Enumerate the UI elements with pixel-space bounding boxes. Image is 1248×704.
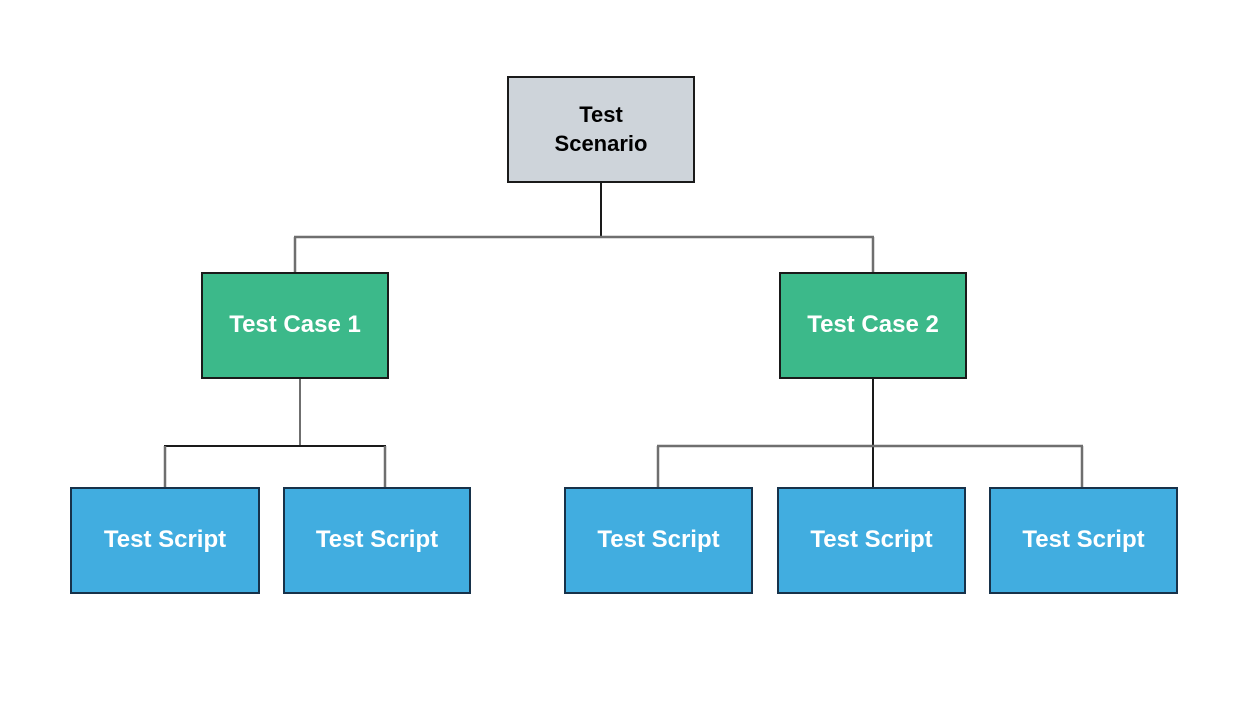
node-test-script-5-label: Test Script (1022, 526, 1145, 554)
node-test-script-2[interactable]: Test Script (283, 487, 471, 594)
connector-root-to-cases (293, 183, 875, 272)
node-test-script-5[interactable]: Test Script (989, 487, 1178, 594)
node-test-script-3-label: Test Script (597, 526, 720, 554)
node-test-script-1[interactable]: Test Script (70, 487, 260, 594)
node-test-case-2[interactable]: Test Case 2 (779, 272, 967, 379)
node-test-script-4-label: Test Script (810, 526, 933, 554)
node-test-case-2-label: Test Case 2 (807, 311, 939, 339)
node-test-case-1[interactable]: Test Case 1 (201, 272, 389, 379)
node-test-script-4[interactable]: Test Script (777, 487, 966, 594)
node-test-script-3[interactable]: Test Script (564, 487, 753, 594)
node-test-script-1-label: Test Script (103, 526, 227, 554)
node-test-scenario-label: Test Scenario (554, 102, 648, 156)
connector-case1-to-scripts (163, 379, 387, 488)
connector-case2-to-scripts (656, 379, 1084, 488)
node-test-case-1-label: Test Case 1 (229, 311, 361, 339)
node-test-scenario[interactable]: Test Scenario (507, 76, 695, 183)
node-test-script-2-label: Test Script (315, 526, 439, 554)
